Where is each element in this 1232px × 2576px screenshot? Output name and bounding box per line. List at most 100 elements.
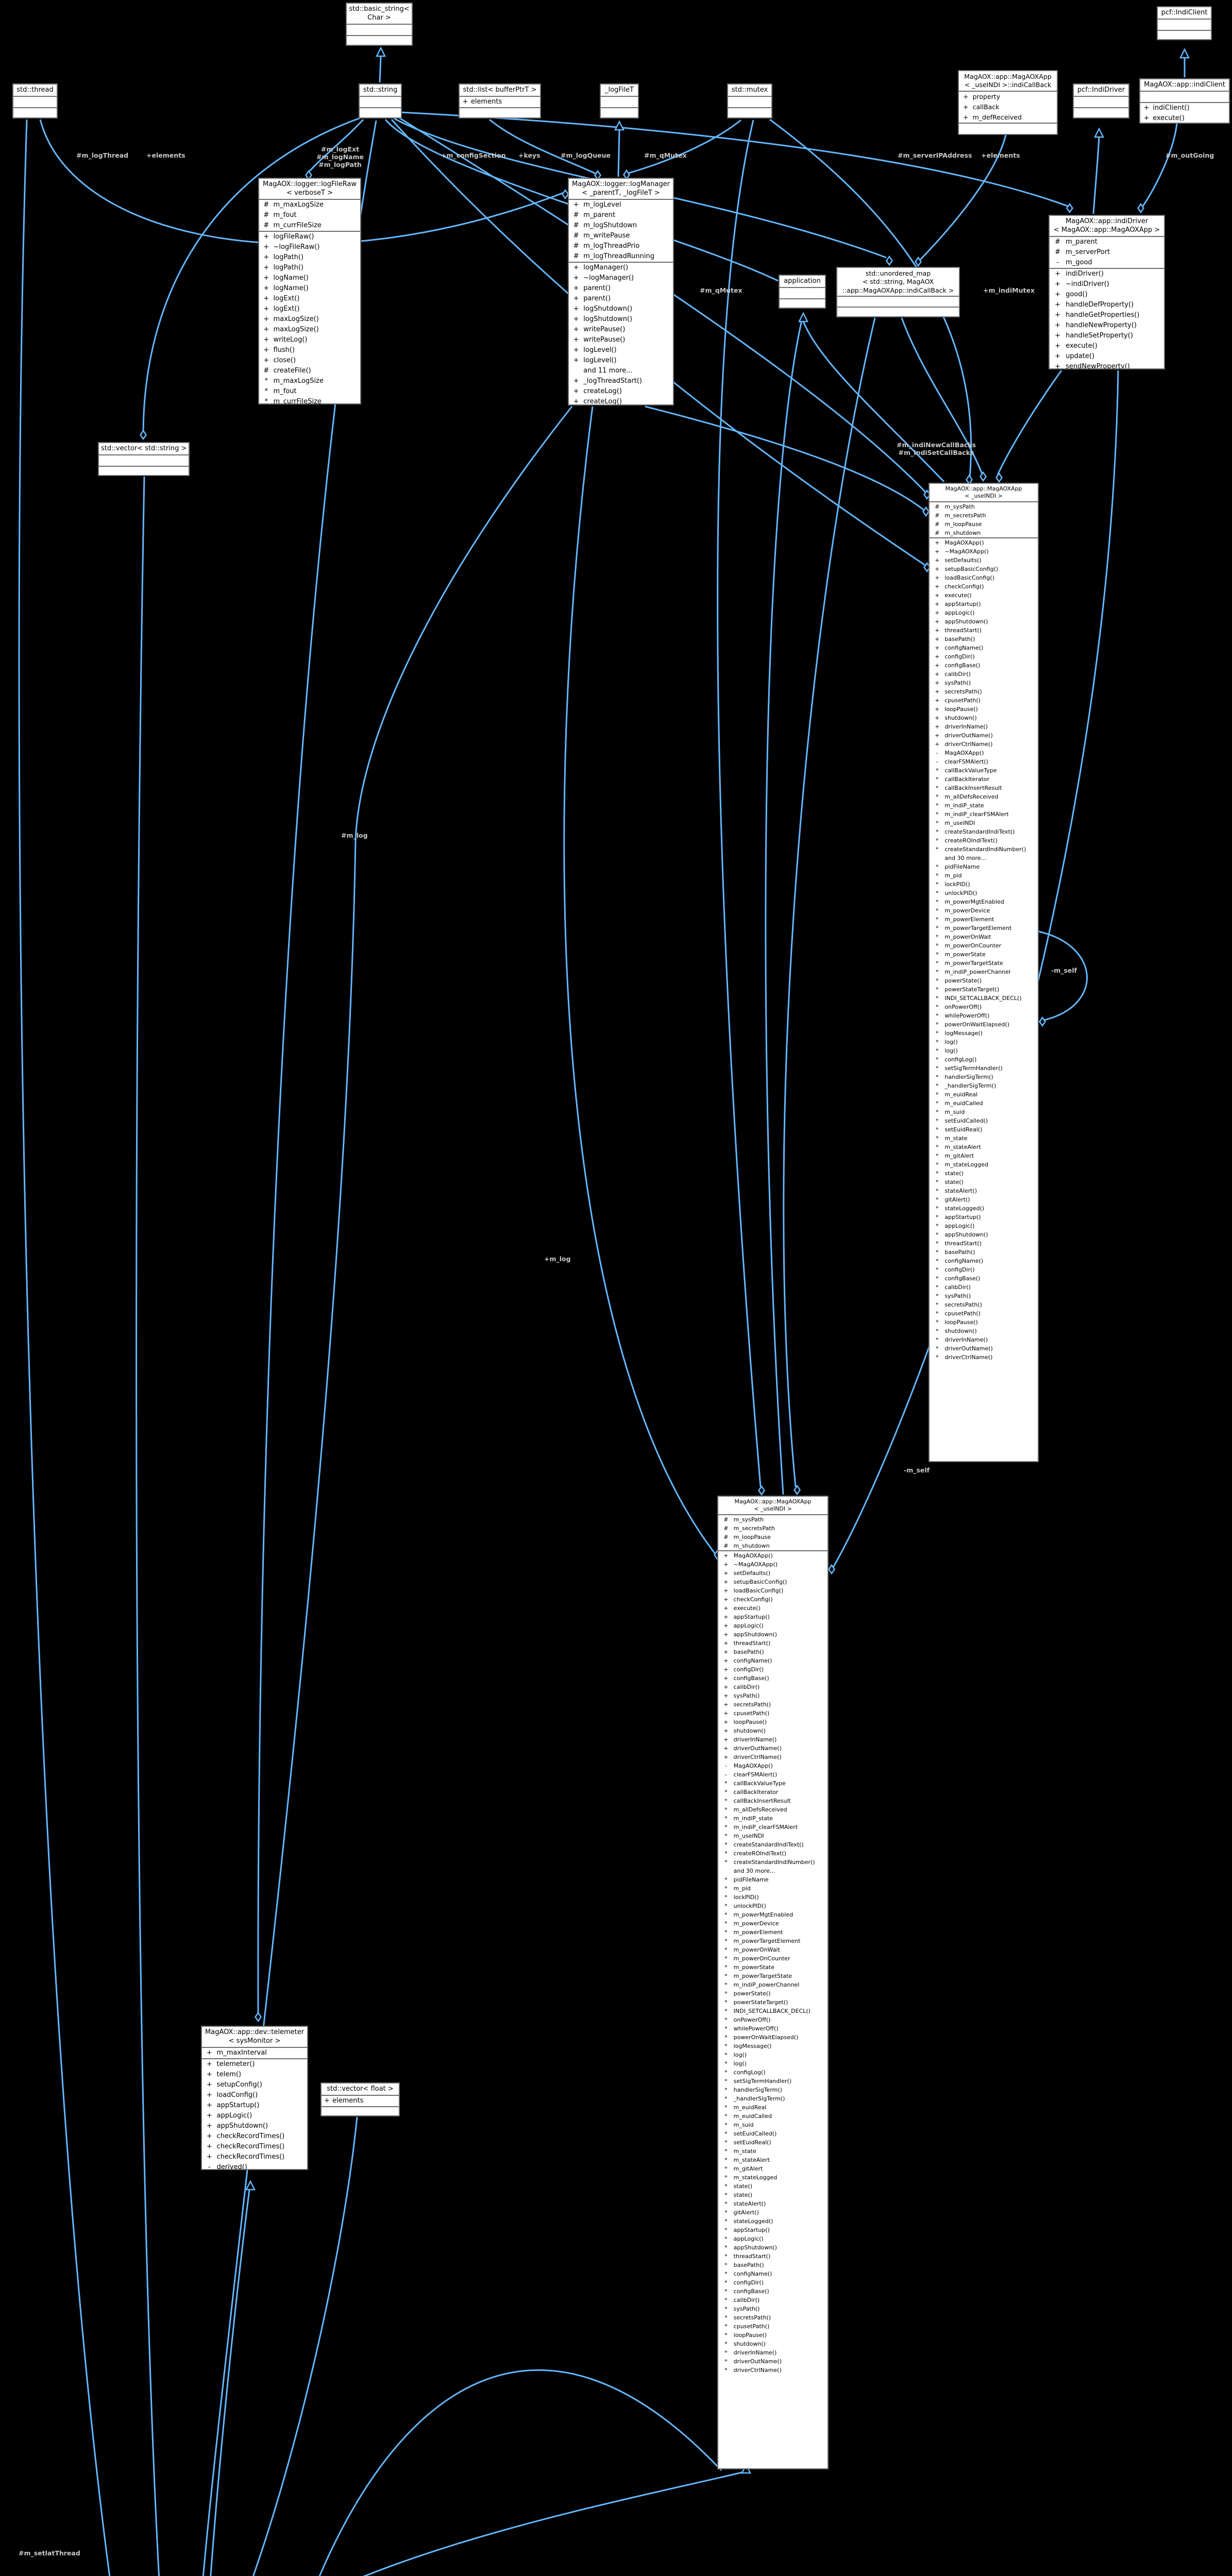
member-row: +appStartup() bbox=[718, 1613, 828, 1621]
member-row: #m_fout bbox=[259, 210, 360, 221]
edge-logmanager-apptrue bbox=[563, 406, 716, 1554]
member-name: logManager() bbox=[583, 264, 629, 272]
aggregation-diamond bbox=[1038, 1016, 1047, 1027]
member-visibility: + bbox=[723, 1631, 729, 1638]
member-name: writePause() bbox=[583, 336, 626, 344]
member-visibility: + bbox=[263, 274, 269, 282]
member-row: *m_stateAlert bbox=[718, 2156, 828, 2164]
edge-label-l-logext: #m_logExt #m_logName #m_logPath bbox=[316, 145, 364, 168]
member-name: m_powerElement bbox=[944, 916, 994, 923]
member-name: threadStart() bbox=[944, 1240, 982, 1247]
member-row: *m_fout bbox=[259, 386, 360, 397]
class-title: std::string bbox=[360, 84, 401, 97]
member-name: logShutdown() bbox=[583, 315, 633, 324]
member-name: m_logLevel bbox=[583, 201, 621, 209]
member-name: setEuidReal() bbox=[733, 2139, 771, 2146]
member-row: *sysPath() bbox=[930, 1292, 1038, 1300]
member-name: createStandardIndiNumber() bbox=[944, 845, 1026, 853]
member-name: unlockPID() bbox=[733, 1902, 766, 1909]
member-visibility: * bbox=[935, 775, 939, 783]
member-visibility: + bbox=[263, 264, 269, 272]
member-name: m_logShutdown bbox=[583, 222, 637, 230]
member-visibility: + bbox=[263, 284, 269, 293]
member-visibility: * bbox=[724, 1963, 728, 1971]
member-row: *setEuidCalled() bbox=[930, 1116, 1038, 1125]
member-name: stateLogged() bbox=[733, 2217, 773, 2225]
member-visibility: * bbox=[724, 2077, 728, 2084]
inheritance-arrow bbox=[1093, 127, 1105, 138]
member-visibility: # bbox=[573, 232, 579, 240]
member-name: createFile() bbox=[273, 367, 311, 375]
member-name: logName() bbox=[273, 274, 309, 282]
member-visibility: * bbox=[935, 1213, 939, 1221]
edge-sysmonitor-telemeter bbox=[210, 2189, 250, 2576]
member-visibility: + bbox=[324, 2097, 330, 2105]
member-name: configName() bbox=[944, 644, 984, 651]
class-box-unordered-map: std::unordered_map< std::string, MagAOX:… bbox=[836, 267, 960, 317]
member-section bbox=[1074, 108, 1128, 117]
class-title: std::unordered_map< std::string, MagAOX:… bbox=[837, 268, 959, 297]
edge-label-l-qmutex-2: #m_qMutex bbox=[700, 286, 742, 294]
member-visibility: * bbox=[935, 1248, 939, 1256]
member-name: m_defReceived bbox=[972, 113, 1022, 121]
member-name: maxLogSize() bbox=[273, 326, 319, 334]
member-row: +handleDefProperty() bbox=[1050, 300, 1164, 310]
member-visibility: + bbox=[573, 346, 579, 354]
member-row: #m_writePause bbox=[569, 231, 673, 241]
member-row: +loopPause() bbox=[930, 705, 1038, 714]
member-row: +property bbox=[959, 92, 1057, 102]
member-row: +_logThreadStart() bbox=[569, 376, 673, 386]
member-row: +driverInName() bbox=[930, 722, 1038, 731]
member-name: checkRecordTimes() bbox=[216, 2153, 285, 2161]
aggregation-diamond bbox=[979, 471, 987, 482]
member-row: #createFile() bbox=[259, 366, 360, 376]
member-name: handleNewProperty() bbox=[1066, 321, 1137, 330]
member-visibility: * bbox=[264, 398, 268, 404]
member-name: MagAOXApp() bbox=[733, 1552, 773, 1559]
edge-string-vectorstring bbox=[142, 117, 361, 432]
member-visibility: * bbox=[724, 2051, 728, 2058]
member-row: *log() bbox=[930, 1038, 1038, 1046]
member-name: m_good bbox=[1066, 259, 1092, 267]
member-row: *loopPause() bbox=[930, 1318, 1038, 1327]
member-visibility: * bbox=[935, 1064, 939, 1072]
member-visibility: + bbox=[935, 618, 940, 625]
aggregation-diamond bbox=[885, 255, 893, 266]
member-name: m_indiP_clearFSMAlert bbox=[944, 810, 1009, 818]
member-visibility: # bbox=[723, 1524, 729, 1532]
member-row: *callBackValueType bbox=[930, 766, 1038, 775]
member-row: +appShutdown() bbox=[202, 2121, 307, 2131]
member-visibility: + bbox=[935, 600, 940, 607]
member-visibility: * bbox=[724, 1928, 728, 1936]
member-row: #m_logShutdown bbox=[569, 221, 673, 231]
edge-logmanager-sysmonitor bbox=[202, 406, 573, 2576]
member-name: setEuidCalled() bbox=[733, 2130, 777, 2137]
member-visibility: * bbox=[935, 1099, 939, 1107]
class-box-application: application bbox=[779, 275, 826, 309]
edge-apptemplate-selfloop bbox=[1038, 930, 1088, 1021]
member-section bbox=[322, 2107, 399, 2115]
member-name: m_maxLogSize bbox=[273, 201, 324, 209]
member-row: *m_powerState bbox=[718, 1963, 828, 1972]
member-row: *appShutdown() bbox=[930, 1230, 1038, 1239]
member-row: *logMessage() bbox=[718, 2042, 828, 2050]
edge-indiclient-indidriver bbox=[1142, 123, 1178, 207]
member-visibility: + bbox=[723, 1561, 729, 1568]
member-visibility: + bbox=[1143, 104, 1150, 112]
edge-label-l-qmutex-1: #m_qMutex bbox=[644, 151, 687, 159]
member-name: shutdown() bbox=[944, 1327, 977, 1334]
member-name: logExt() bbox=[273, 305, 300, 313]
member-name: m_powerMgtEnabled bbox=[733, 1911, 794, 1918]
member-name: m_maxInterval bbox=[216, 2049, 267, 2057]
member-name: configDir() bbox=[944, 1266, 975, 1273]
member-visibility: + bbox=[263, 326, 269, 334]
aggregation-diamond bbox=[139, 429, 147, 440]
edge-vectorfloat-sysmonitor bbox=[252, 2116, 358, 2576]
member-name: driverOutName() bbox=[944, 732, 993, 739]
member-visibility: * bbox=[724, 1788, 728, 1795]
member-row: *configLog() bbox=[930, 1055, 1038, 1064]
member-name: configBase() bbox=[944, 662, 981, 669]
member-row: +logLevel() bbox=[569, 345, 673, 355]
member-row: *m_powerMgtEnabled bbox=[718, 1910, 828, 1919]
member-name: m_shutdown bbox=[733, 1542, 770, 1549]
